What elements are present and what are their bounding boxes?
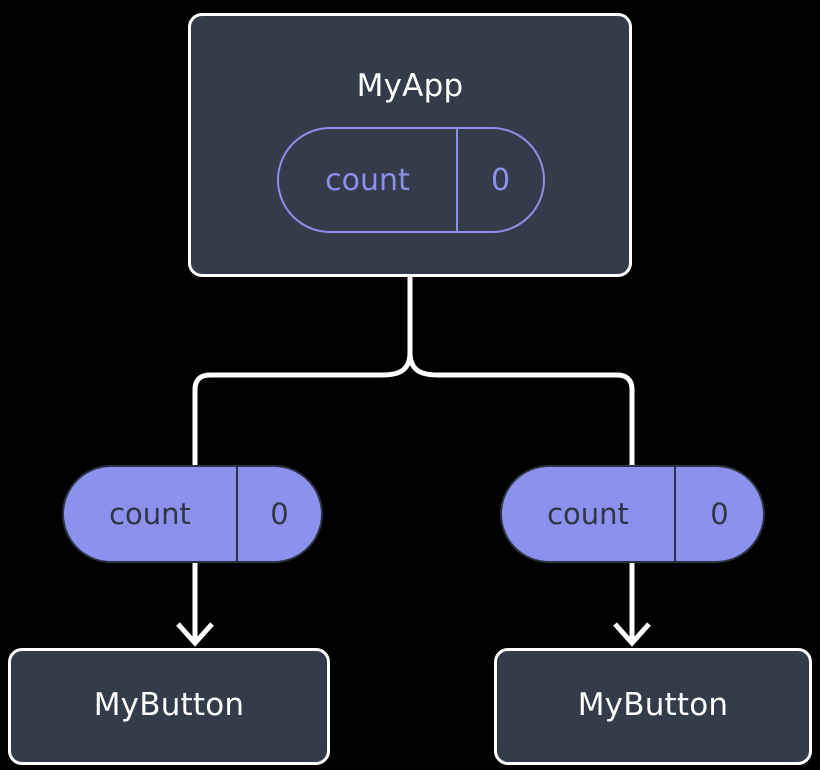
state-pill-right[interactable]: count 0 xyxy=(500,465,765,563)
state-pill-myapp-key: count xyxy=(325,162,410,198)
connector-arrow-right-head xyxy=(613,622,651,647)
widget-node-mybutton-left-label: MyButton xyxy=(93,687,245,723)
state-pill-right-key: count xyxy=(547,497,629,531)
state-pill-left-key: count xyxy=(109,497,191,531)
state-pill-myapp-value: 0 xyxy=(456,129,543,231)
connector-branch-right xyxy=(407,351,635,468)
state-pill-left-value: 0 xyxy=(236,467,321,561)
widget-node-mybutton-left[interactable]: MyButton xyxy=(8,648,330,765)
widget-node-mybutton-right-label: MyButton xyxy=(577,687,729,723)
state-pill-myapp[interactable]: count 0 xyxy=(277,127,545,233)
state-pill-left[interactable]: count 0 xyxy=(62,465,323,563)
widget-node-mybutton-right[interactable]: MyButton xyxy=(494,648,812,765)
connector-branch-left xyxy=(192,351,413,468)
connector-arrow-left-head xyxy=(176,622,214,647)
widget-node-myapp-label: MyApp xyxy=(356,68,464,104)
state-pill-right-value: 0 xyxy=(674,467,763,561)
